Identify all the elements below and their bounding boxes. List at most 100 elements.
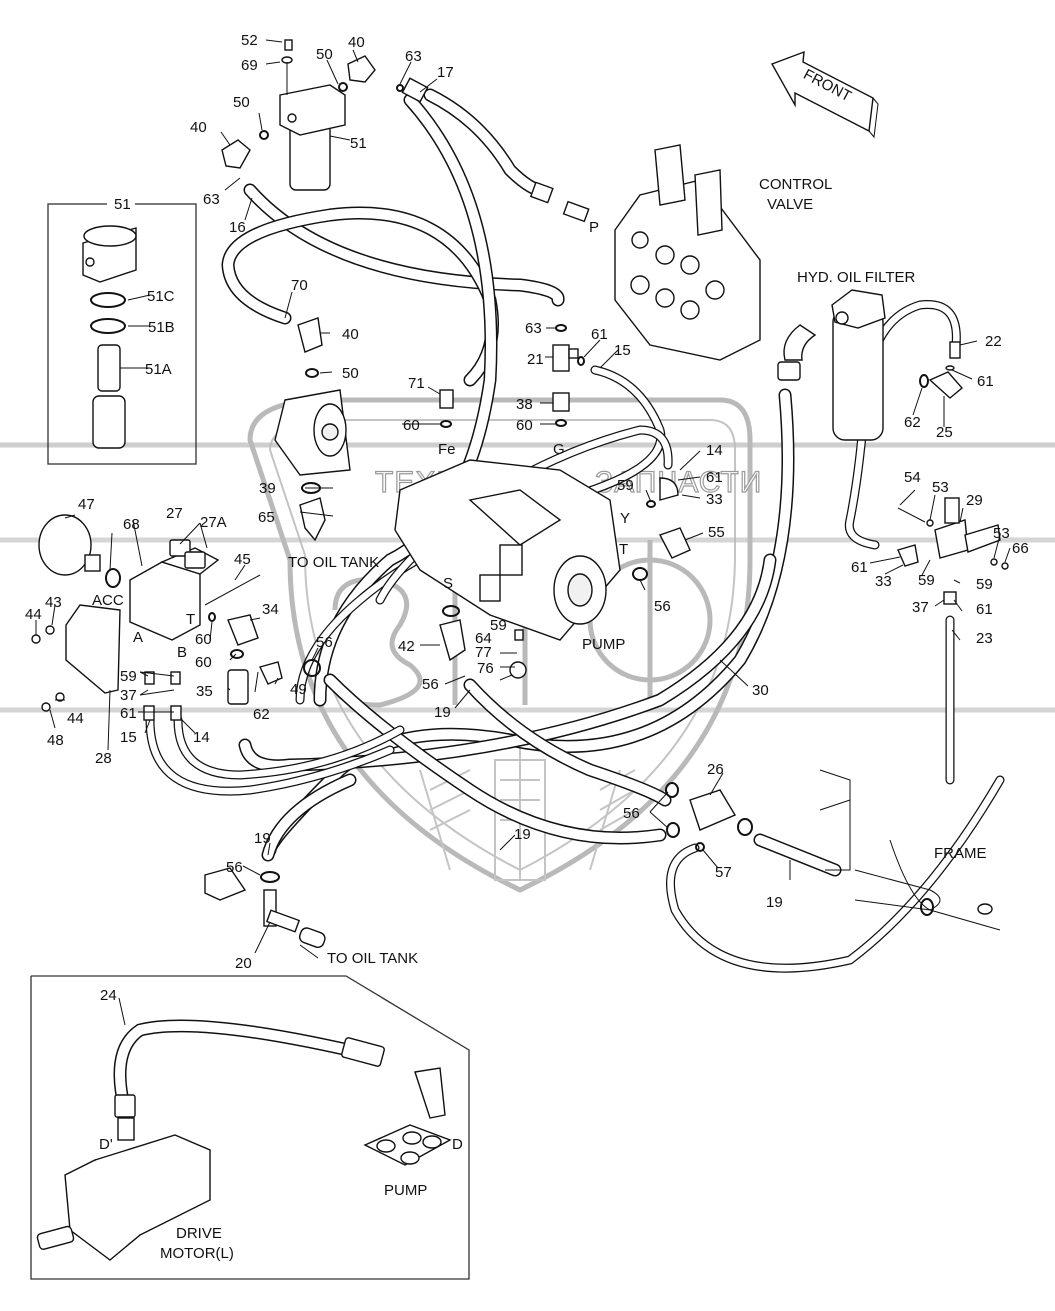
callout-24: 24 (100, 987, 117, 1004)
callout-45: 45 (234, 551, 251, 568)
callout-56: 56 (654, 598, 671, 615)
caption-drive-motor-2: MOTOR(L) (160, 1245, 234, 1262)
gear-pump (274, 389, 351, 542)
front-direction-arrow: FRONT (770, 50, 879, 139)
caption-frame: FRAME (934, 845, 987, 862)
callout-30: 30 (752, 682, 769, 699)
callout-59: 59 (617, 477, 634, 494)
callout-61: 61 (851, 559, 868, 576)
tee-25 (928, 371, 963, 399)
port-labels: P Fe G Y T S ACC A B T D D' (92, 219, 630, 1153)
callout-35: 35 (196, 683, 213, 700)
adapter-38 (552, 392, 570, 412)
callout-61: 61 (977, 373, 994, 390)
callout-19: 19 (514, 826, 531, 843)
callout-25: 25 (936, 424, 953, 441)
callout-14: 14 (706, 442, 723, 459)
callout-59: 59 (976, 576, 993, 593)
callout-51: 51 (350, 135, 367, 152)
callout-17: 17 (437, 64, 454, 81)
callout-63: 63 (203, 191, 220, 208)
callout-20: 20 (235, 955, 252, 972)
callout-44: 44 (25, 606, 42, 623)
main-pump (394, 459, 691, 679)
elbow-40-left (221, 139, 251, 169)
tee-20 (204, 867, 326, 948)
callout-62: 62 (904, 414, 921, 431)
caption-hyd-oil-filter: HYD. OIL FILTER (797, 269, 916, 286)
callout-70: 70 (291, 277, 308, 294)
callout-34: 34 (262, 601, 279, 618)
callout-61: 61 (976, 601, 993, 618)
callout-61: 61 (591, 326, 608, 343)
callout-59: 59 (120, 668, 137, 685)
port-label-Fe: Fe (438, 441, 456, 458)
callout-69: 69 (241, 57, 258, 74)
port-label-ACC: ACC (92, 592, 124, 609)
callout-54: 54 (904, 469, 921, 486)
pump-port-plate (363, 1124, 452, 1166)
tee-26 (689, 789, 737, 831)
callout-76: 76 (477, 660, 494, 677)
elbow-49 (259, 661, 283, 685)
seal-51C (90, 292, 126, 308)
caption-control-valve-1: CONTROL (759, 176, 832, 193)
callout-62: 62 (253, 706, 270, 723)
callout-59: 59 (918, 572, 935, 589)
elbow-33-top (659, 477, 679, 501)
orifice-64 (514, 629, 524, 641)
bolt-45 (204, 574, 261, 606)
callout-16: 16 (229, 219, 246, 236)
callout-60: 60 (403, 417, 420, 434)
callout-68: 68 (123, 516, 140, 533)
callout-61: 61 (120, 705, 137, 722)
elbow-40-mid (297, 317, 323, 353)
adapter-P (562, 200, 590, 223)
callout-51B: 51B (148, 319, 175, 336)
callout-40: 40 (190, 119, 207, 136)
port-label-T-valve: T (186, 611, 195, 628)
callout-27A: 27A (200, 514, 227, 531)
element-51A (97, 344, 121, 392)
callout-19: 19 (254, 830, 271, 847)
elbow-65 (299, 497, 326, 542)
callout-42: 42 (398, 638, 415, 655)
callout-37: 37 (120, 687, 137, 704)
callout-71: 71 (408, 375, 425, 392)
callout-51C: 51C (147, 288, 175, 305)
callout-49: 49 (290, 681, 307, 698)
callout-59: 59 (490, 617, 507, 634)
callout-64: 64 (475, 630, 492, 647)
callout-63: 63 (405, 48, 422, 65)
callout-44: 44 (67, 710, 84, 727)
port-label-S: S (443, 575, 453, 592)
callout-15: 15 (614, 342, 631, 359)
callout-47: 47 (78, 496, 95, 513)
callout-53: 53 (932, 479, 949, 496)
callout-65: 65 (258, 509, 275, 526)
callout-50: 50 (233, 94, 250, 111)
caption-pump-main: PUMP (582, 636, 625, 653)
hydraulic-oil-filter (777, 289, 963, 441)
caption-to-oil-tank-upper: TO OIL TANK (288, 554, 379, 571)
callout-50: 50 (316, 46, 333, 63)
port-label-Y: Y (620, 510, 630, 527)
callout-51-box: 51 (114, 196, 131, 213)
callout-21: 21 (527, 351, 544, 368)
callout-55: 55 (708, 524, 725, 541)
port-label-A: A (133, 629, 143, 646)
bracket-28 (65, 604, 121, 694)
callout-15: 15 (120, 729, 137, 746)
elbow-55 (659, 527, 691, 559)
callout-19: 19 (434, 704, 451, 721)
elbow-33-right (897, 544, 919, 567)
callout-48: 48 (47, 732, 64, 749)
tee-26-and-frame (665, 769, 1001, 931)
callout-56: 56 (422, 676, 439, 693)
valve-35 (227, 669, 249, 705)
return-filter-51 (279, 39, 346, 191)
callout-33: 33 (875, 573, 892, 590)
callout-51A: 51A (145, 361, 172, 378)
elbow-40-top (347, 55, 376, 83)
